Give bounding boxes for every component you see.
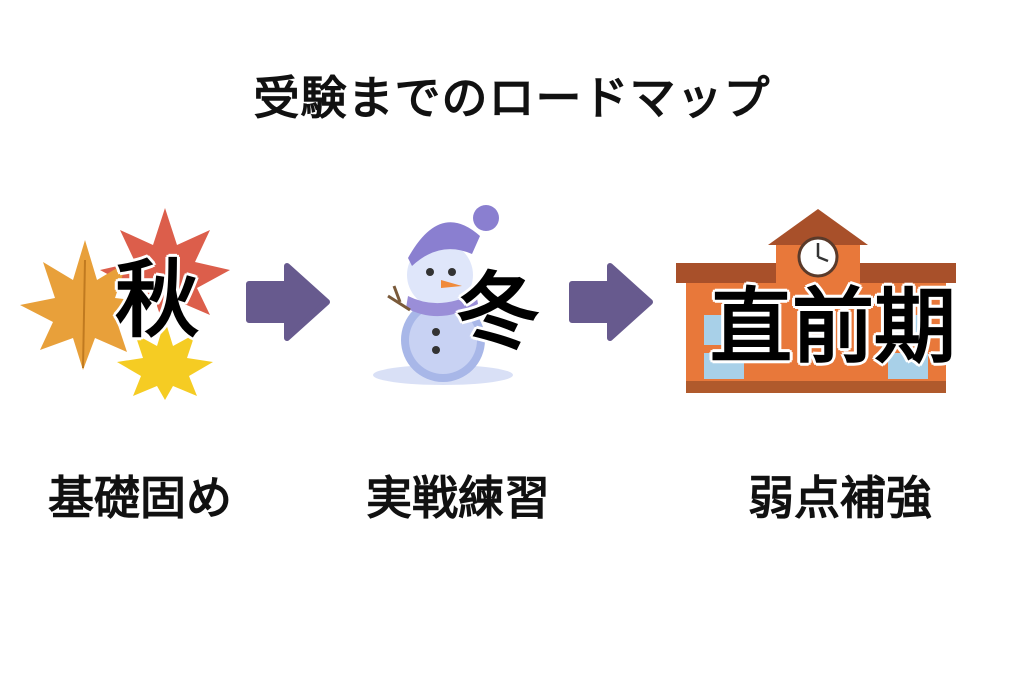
arrow-right-icon	[246, 263, 330, 341]
arrow-right-icon	[569, 263, 653, 341]
page-title: 受験までのロードマップ	[253, 71, 771, 125]
snowman-icon	[373, 205, 513, 385]
orange-maple-leaf	[20, 240, 150, 370]
caption-final: 弱点補強	[748, 471, 932, 525]
season-label-autumn: 秋	[115, 251, 200, 349]
red-maple-leaf	[100, 208, 230, 330]
stage-final: 直前期	[676, 205, 966, 395]
season-label-winter: 冬	[456, 263, 541, 361]
season-label-final: 直前期	[710, 280, 957, 375]
yellow-maple-leaf	[117, 320, 213, 400]
caption-autumn: 基礎固め	[48, 471, 232, 525]
school-building-icon	[676, 209, 956, 393]
stage-autumn: 秋	[15, 200, 245, 400]
stage-winter: 冬	[368, 200, 568, 390]
maple-leaves-icon	[20, 208, 230, 400]
caption-winter: 実戦練習	[366, 471, 550, 525]
